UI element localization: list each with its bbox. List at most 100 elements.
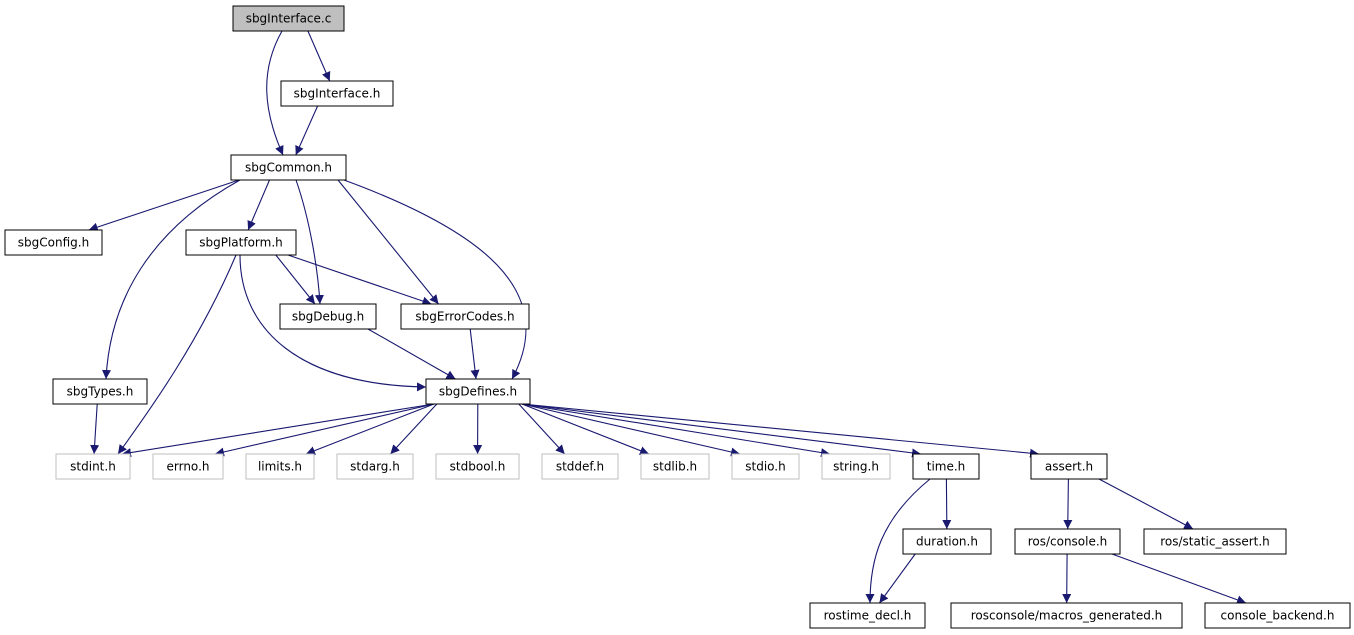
- node-box: [55, 453, 131, 480]
- edge-sbgCommon_h-to-sbgPlatform_h: [247, 179, 271, 231]
- node-ros-static-assert-h[interactable]: ros/static_assert.h: [1143, 528, 1287, 555]
- node-stdlib-h: stdlib.h: [640, 453, 710, 480]
- edge-sbgPlatform_h-to-sbgDefines_h: [239, 254, 427, 392]
- node-sbgDefines-h[interactable]: sbgDefines.h: [425, 378, 531, 405]
- node-box: [336, 453, 414, 480]
- node-label: limits.h: [258, 460, 302, 474]
- node-box: [232, 5, 345, 32]
- node-box: [185, 229, 297, 256]
- edge-sbgDefines_h-to-stdio_h: [521, 403, 741, 457]
- node-label: stdint.h: [70, 460, 116, 474]
- node-label: time.h: [927, 460, 966, 474]
- node-box: [400, 303, 530, 330]
- edge-sbgDefines_h-to-limits_h: [305, 403, 435, 455]
- edge-sbgInterface_c-to-sbgInterface_h: [307, 30, 331, 82]
- node-stdbool-h: stdbool.h: [435, 453, 520, 480]
- edge-sbgDefines_h-to-stdint_h: [121, 403, 435, 458]
- node-rosconsole-macros-generated-h[interactable]: rosconsole/macros_generated.h: [950, 602, 1183, 629]
- node-label: assert.h: [1045, 460, 1093, 474]
- node-box: [821, 453, 891, 480]
- node-label: console_backend.h: [1221, 609, 1335, 623]
- node-box: [4, 229, 103, 256]
- node-box: [541, 453, 619, 480]
- edge-sbgDefines_h-to-time_h: [521, 403, 922, 458]
- node-sbgCommon-h[interactable]: sbgCommon.h: [230, 154, 347, 181]
- node-errno-h: errno.h: [152, 453, 224, 480]
- node-box: [230, 154, 347, 181]
- node-box: [52, 378, 148, 405]
- edge-sbgDefines_h-to-stdarg_h: [390, 403, 438, 455]
- node-rostime-decl-h[interactable]: rostime_decl.h: [809, 602, 926, 629]
- edge-sbgDefines_h-to-string_h: [521, 403, 831, 457]
- node-label: stdbool.h: [450, 460, 506, 474]
- node-sbgPlatform-h[interactable]: sbgPlatform.h: [185, 229, 297, 256]
- node-label: sbgDebug.h: [292, 310, 364, 324]
- node-box: [152, 453, 224, 480]
- node-box: [1014, 528, 1121, 555]
- node-string-h: string.h: [821, 453, 891, 480]
- edge-assert_h-to-ros_console_h: [1063, 478, 1073, 530]
- node-label: ros/static_assert.h: [1160, 535, 1270, 549]
- edge-sbgPlatform_h-to-sbgErrorCodes_h: [287, 254, 432, 306]
- node-label: stddef.h: [556, 460, 604, 474]
- node-box: [809, 602, 926, 629]
- node-label: stdlib.h: [653, 460, 697, 474]
- node-box: [245, 453, 315, 480]
- node-sbgErrorCodes-h[interactable]: sbgErrorCodes.h: [400, 303, 530, 330]
- node-stdarg-h: stdarg.h: [336, 453, 414, 480]
- node-label: ros/console.h: [1028, 535, 1108, 549]
- edge-sbgDebug_h-to-sbgDefines_h: [367, 328, 456, 380]
- edge-sbgCommon_h-to-sbgErrorCodes_h: [337, 179, 439, 305]
- node-console-backend-h[interactable]: console_backend.h: [1204, 602, 1351, 629]
- edge-sbgInterface_c-to-sbgCommon_h: [266, 30, 284, 156]
- edge-ros_console_h-to-console_backend_h: [1111, 553, 1247, 605]
- node-stddef-h: stddef.h: [541, 453, 619, 480]
- node-box: [950, 602, 1183, 629]
- node-sbgInterface-h[interactable]: sbgInterface.h: [280, 80, 394, 107]
- node-label: sbgInterface.h: [294, 87, 381, 101]
- node-label: string.h: [833, 460, 879, 474]
- edge-sbgErrorCodes_h-to-sbgDefines_h: [469, 328, 480, 380]
- node-sbgTypes-h[interactable]: sbgTypes.h: [52, 378, 148, 405]
- edge-sbgCommon_h-to-sbgTypes_h: [101, 179, 241, 380]
- nodes-layer: sbgInterface.c sbgInterface.h sbgCommon.h s…: [4, 5, 1351, 629]
- node-label: sbgErrorCodes.h: [415, 310, 514, 324]
- node-label: stdio.h: [745, 460, 785, 474]
- node-box: [1030, 453, 1108, 480]
- edge-sbgDefines_h-to-stddef_h: [518, 403, 566, 455]
- edge-sbgPlatform_h-to-sbgDebug_h: [275, 254, 316, 305]
- node-stdio-h: stdio.h: [731, 453, 800, 480]
- edge-sbgCommon_h-to-sbgDefines_h: [343, 179, 527, 380]
- edge-sbgCommon_h-to-sbgConfig_h: [88, 179, 240, 232]
- edge-time_h-to-rostime_decl_h: [865, 478, 931, 604]
- node-box: [280, 80, 394, 107]
- edge-sbgDefines_h-to-errno_h: [214, 403, 435, 457]
- node-box: [912, 453, 980, 480]
- node-box: [902, 528, 992, 555]
- node-assert-h[interactable]: assert.h: [1030, 453, 1108, 480]
- edge-sbgCommon_h-to-sbgDebug_h: [295, 179, 324, 305]
- node-ros-console-h[interactable]: ros/console.h: [1014, 528, 1121, 555]
- node-box: [640, 453, 710, 480]
- edge-sbgInterface_h-to-sbgCommon_h: [295, 105, 319, 156]
- edges-layer: [88, 30, 1247, 605]
- node-time-h[interactable]: time.h: [912, 453, 980, 480]
- node-label: sbgPlatform.h: [199, 236, 283, 250]
- edge-sbgDefines_h-to-assert_h: [521, 403, 1040, 458]
- edge-duration_h-to-rostime_decl_h: [878, 553, 916, 604]
- node-box: [435, 453, 520, 480]
- node-label: stdarg.h: [350, 460, 400, 474]
- node-box: [279, 303, 377, 330]
- node-sbgConfig-h[interactable]: sbgConfig.h: [4, 229, 103, 256]
- edge-sbgDefines_h-to-stdlib_h: [521, 403, 650, 455]
- node-box: [731, 453, 800, 480]
- node-duration-h[interactable]: duration.h: [902, 528, 992, 555]
- node-label: sbgTypes.h: [67, 385, 134, 399]
- node-sbgDebug-h[interactable]: sbgDebug.h: [279, 303, 377, 330]
- node-label: sbgInterface.c: [246, 12, 332, 26]
- edge-assert_h-to-ros_static_assert_h: [1098, 478, 1194, 530]
- node-sbgInterface-c[interactable]: sbgInterface.c: [232, 5, 345, 32]
- node-box: [1204, 602, 1351, 629]
- node-box: [1143, 528, 1287, 555]
